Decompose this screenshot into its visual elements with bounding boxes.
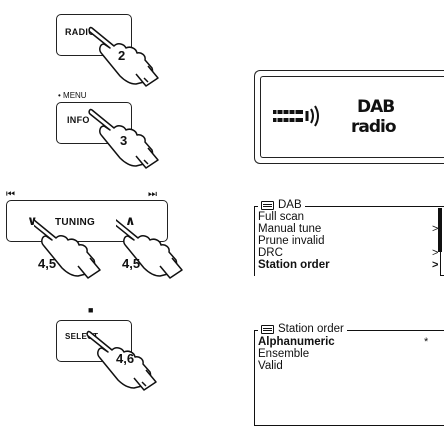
step-number: 4,5 <box>122 256 140 271</box>
chevron-right-icon: > <box>432 259 438 271</box>
menu-item-alphanumeric[interactable]: Alphanumeric <box>258 336 335 348</box>
step-number: 4,6 <box>116 351 134 366</box>
pointing-hand-icon <box>88 24 168 88</box>
next-track-icon: ⏭ <box>148 189 157 200</box>
menu-item-valid[interactable]: Valid <box>258 360 283 372</box>
menu-item-ensemble[interactable]: Ensemble <box>258 348 309 360</box>
previous-track-icon: ⏮ <box>6 189 15 200</box>
dab-menu-title: DAB <box>258 199 305 211</box>
step-number: 4,5 <box>38 256 56 271</box>
pointing-hand-icon <box>88 106 168 170</box>
station-order-menu-title: Station order <box>258 323 347 335</box>
antenna-signal-icon <box>271 105 327 131</box>
display-line-1: DAB <box>357 97 394 117</box>
menu-item-station-order[interactable]: Station order <box>258 259 330 271</box>
menu-item-drc[interactable]: DRC <box>258 247 283 259</box>
lcd-screen: DAB radio <box>260 76 444 158</box>
step-number: 2 <box>118 48 125 63</box>
menu-item-prune-invalid[interactable]: Prune invalid <box>258 235 324 247</box>
menu-icon <box>261 325 274 334</box>
stop-icon: ■ <box>88 305 93 315</box>
menu-item-full-scan[interactable]: Full scan <box>258 211 304 223</box>
lcd-display: DAB radio <box>254 70 444 164</box>
info-button-label: INFO <box>67 115 90 125</box>
step-number: 3 <box>120 133 127 148</box>
dab-menu-screen: DAB Full scan Manual tune > Prune invali… <box>254 202 444 274</box>
scrollbar[interactable] <box>438 208 442 252</box>
menu-label: • MENU <box>58 91 87 100</box>
station-order-menu-screen: Station order Alphanumeric * Ensemble Va… <box>254 326 444 426</box>
menu-icon <box>261 201 274 210</box>
menu-item-manual-tune[interactable]: Manual tune <box>258 223 321 235</box>
selected-marker: * <box>424 336 428 348</box>
display-line-2: radio <box>351 117 396 137</box>
